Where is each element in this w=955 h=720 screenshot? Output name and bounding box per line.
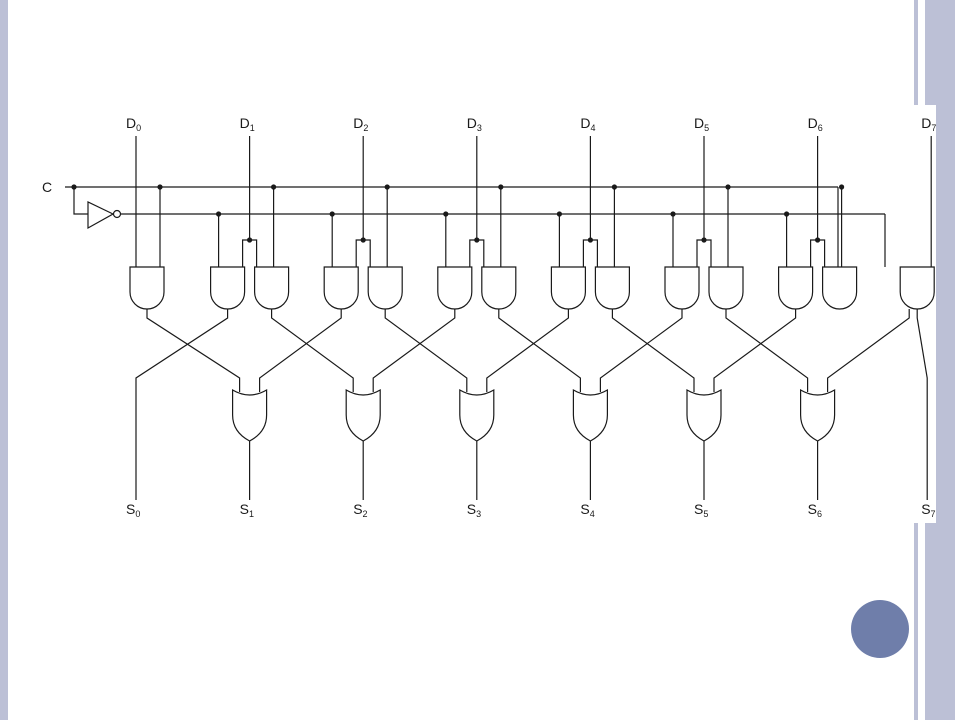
wires (65, 136, 932, 500)
and-gate (323, 266, 359, 310)
crossing-wire (146, 309, 241, 392)
crossing-wire (486, 309, 570, 392)
crossing-wire (384, 309, 468, 392)
or-gate (686, 388, 722, 442)
data-branch (582, 239, 599, 267)
crossing-wire (259, 309, 342, 392)
inverter-bubble (112, 209, 122, 219)
crossing-wire (713, 309, 797, 392)
and-gate (822, 266, 858, 310)
data-branch (696, 239, 712, 267)
left-accent-bar (0, 0, 8, 720)
and-gate (899, 266, 935, 310)
crossing-wire (271, 309, 354, 392)
and-gate (254, 266, 290, 310)
data-branch (469, 239, 485, 267)
output-line-s7 (916, 309, 928, 500)
or-gate (345, 388, 381, 442)
inverter-input-wire (73, 187, 88, 215)
data-branch (242, 239, 258, 267)
and-gate (708, 266, 744, 310)
next-slide-button[interactable] (851, 600, 909, 658)
and-gate (437, 266, 473, 310)
crossing-wire (611, 309, 695, 392)
data-branch (809, 239, 826, 267)
crossing-wire (372, 309, 456, 392)
and-gate (129, 266, 165, 310)
crossing-wire (826, 309, 910, 392)
and-gate (664, 266, 700, 310)
inverter-gate (87, 201, 115, 230)
gates (87, 201, 935, 442)
and-gate (778, 266, 814, 310)
or-gate (572, 388, 608, 442)
or-gate (800, 388, 836, 442)
and-gate (210, 266, 246, 310)
crossing-wire (498, 309, 582, 392)
control-input-label: C (42, 179, 52, 195)
data-branch (355, 239, 371, 267)
or-gate (232, 388, 268, 442)
and-gate (550, 266, 586, 310)
and-gate (481, 266, 517, 310)
and-gate (367, 266, 403, 310)
output-line-s0 (135, 309, 229, 500)
crossing-wire (599, 309, 683, 392)
diagram-background (8, 105, 936, 523)
crossing-wire (725, 309, 809, 392)
and-gate (594, 266, 630, 310)
or-gate (459, 388, 495, 442)
